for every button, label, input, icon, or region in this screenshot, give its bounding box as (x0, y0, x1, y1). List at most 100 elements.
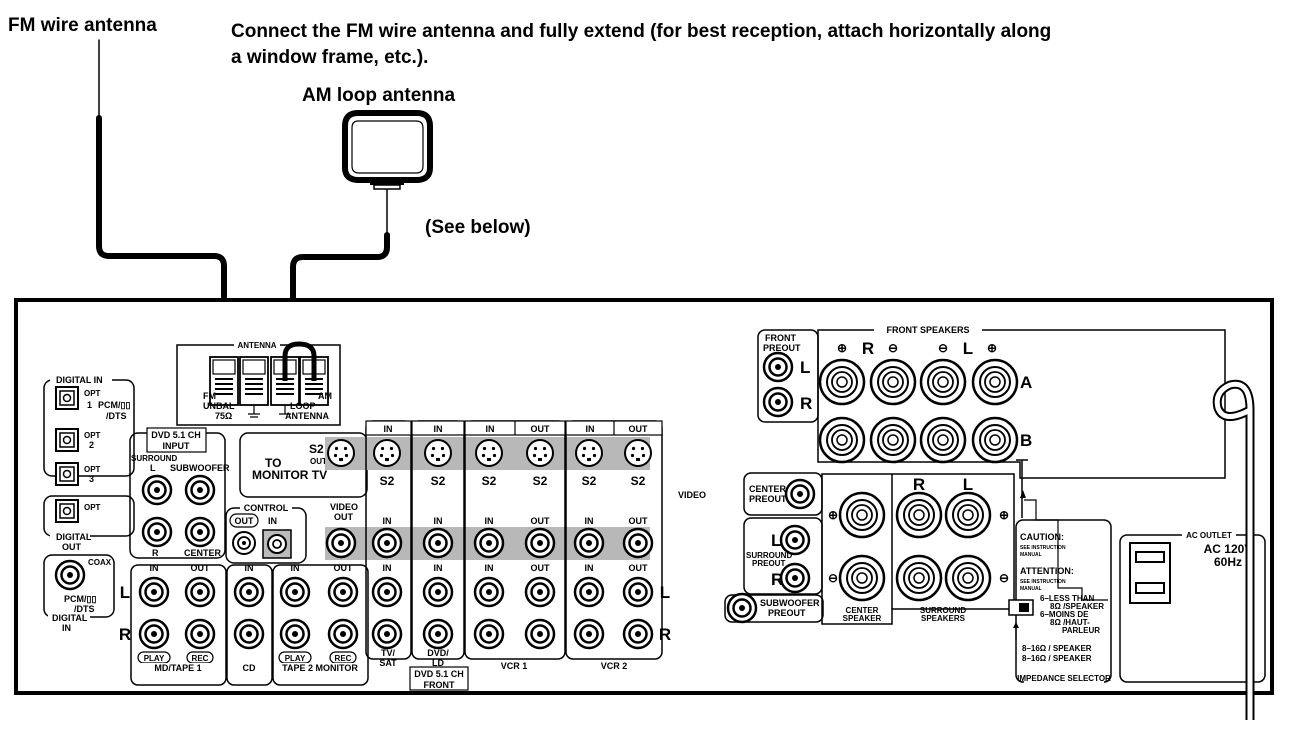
center-surround-preout: CENTER PREOUT L SURROUND PREOUT R SUBWOO… (724, 472, 824, 624)
svg-text:2: 2 (89, 440, 94, 450)
svg-text:L: L (963, 475, 973, 494)
svg-text:SEE INSTRUCTION: SEE INSTRUCTION (1020, 579, 1066, 585)
svg-text:VCR 1: VCR 1 (501, 661, 528, 671)
impedance-selector-section: CAUTION: SEE INSTRUCTION MANUAL ATTENTIO… (1008, 459, 1112, 683)
svg-text:R: R (862, 339, 874, 358)
svg-text:S2: S2 (582, 474, 597, 488)
svg-text:R: R (152, 548, 159, 558)
svg-text:SURROUND: SURROUND (746, 551, 792, 560)
svg-text:OPT: OPT (84, 431, 101, 440)
svg-text:8Ω /SPEAKER: 8Ω /SPEAKER (1050, 602, 1104, 611)
svg-text:R: R (800, 394, 812, 413)
svg-text:IN: IN (485, 516, 494, 526)
svg-text:PLAY: PLAY (144, 654, 165, 663)
svg-text:6–LESS THAN: 6–LESS THAN (1040, 594, 1094, 603)
svg-text:IMPEDANCE SELECTOR: IMPEDANCE SELECTOR (1017, 674, 1111, 683)
svg-text:IN: IN (383, 563, 392, 573)
svg-text:VIDEO: VIDEO (330, 502, 358, 512)
column-header-bars: IN IN IN OUT IN OUT (365, 420, 663, 436)
svg-text:60Hz: 60Hz (1214, 555, 1242, 569)
svg-text:OUT: OUT (531, 424, 551, 434)
svg-text:⊖: ⊖ (999, 571, 1009, 585)
svg-text:UNBAL: UNBAL (203, 401, 235, 411)
svg-text:OPT: OPT (84, 389, 101, 398)
svg-text:⊖: ⊖ (888, 341, 898, 355)
svg-text:IN: IN (434, 516, 443, 526)
svg-text:IN: IN (585, 516, 594, 526)
svg-text:DIGITAL IN: DIGITAL IN (56, 375, 103, 385)
svg-text:S2: S2 (309, 442, 324, 456)
svg-text:⊖: ⊖ (828, 571, 838, 585)
audio-section-frames (130, 564, 369, 686)
svg-text:TAPE 2 MONITOR: TAPE 2 MONITOR (282, 663, 358, 673)
svg-text:CONTROL: CONTROL (244, 503, 289, 513)
svg-text:1: 1 (87, 400, 92, 410)
svg-text:INPUT: INPUT (163, 441, 191, 451)
svg-text:SEE INSTRUCTION: SEE INSTRUCTION (1020, 545, 1066, 551)
svg-text:IN: IN (245, 563, 254, 573)
am-antenna-label: AM loop antenna (302, 85, 456, 106)
svg-text:L: L (120, 583, 130, 602)
svg-text:L: L (660, 583, 670, 602)
svg-text:OUT: OUT (629, 516, 649, 526)
antenna-terminals: ANTENNA FM UNBAL 75Ω AM LOOP ANTENNA (176, 340, 341, 426)
svg-text:75Ω: 75Ω (215, 411, 232, 421)
svg-text:ANTENNA: ANTENNA (237, 341, 276, 350)
see-below-label: (See below) (425, 217, 531, 238)
svg-text:PREOUT: PREOUT (768, 608, 806, 618)
am-loop-antenna (342, 110, 433, 190)
svg-text:IN: IN (291, 563, 300, 573)
svg-text:OUT: OUT (334, 512, 354, 522)
control-section: CONTROL OUT IN (225, 503, 307, 564)
dvd-51ch-input-section: DVD 5.1 CH INPUT SURROUND L SUBWOOFER R … (129, 427, 230, 559)
svg-text:FRONT: FRONT (765, 333, 796, 343)
svg-text:/DTS: /DTS (106, 411, 127, 421)
svg-text:FRONT: FRONT (424, 680, 455, 690)
svg-text:L: L (963, 339, 973, 358)
svg-text:S2: S2 (631, 474, 646, 488)
svg-text:CENTER: CENTER (749, 484, 787, 494)
svg-text:IN: IN (62, 623, 71, 633)
svg-text:PCM/▯▯: PCM/▯▯ (98, 400, 130, 410)
svg-text:DVD/: DVD/ (427, 648, 449, 658)
svg-text:IN: IN (585, 563, 594, 573)
svg-text:MONITOR TV: MONITOR TV (252, 468, 327, 482)
svg-text:R: R (659, 625, 671, 644)
source-names: MD/TAPE 1 CD TAPE 2 MONITOR TV/ SAT DVD/… (140, 648, 632, 691)
svg-text:DVD 5.1 CH: DVD 5.1 CH (151, 430, 201, 440)
svg-text:CAUTION:: CAUTION: (1020, 532, 1064, 542)
svg-text:DIGITAL: DIGITAL (56, 532, 92, 542)
audio-labels: IN OUT IN IN OUT IN IN IN OUT IN OUT L R… (119, 563, 671, 644)
svg-text:8–16Ω / SPEAKER: 8–16Ω / SPEAKER (1022, 654, 1092, 663)
svg-text:⊕: ⊕ (828, 508, 838, 522)
svg-text:8Ω /HAUT-: 8Ω /HAUT- (1050, 618, 1090, 627)
svg-text:OPT: OPT (84, 503, 101, 512)
svg-text:DVD 5.1 CH: DVD 5.1 CH (414, 669, 464, 679)
svg-text:OPT: OPT (84, 465, 101, 474)
svg-text:FRONT SPEAKERS: FRONT SPEAKERS (886, 325, 969, 335)
svg-text:IN: IN (485, 563, 494, 573)
svg-text:OUT: OUT (191, 563, 211, 573)
svg-text:PREOUT: PREOUT (752, 559, 785, 568)
svg-text:IN: IN (268, 516, 277, 526)
svg-text:IN: IN (150, 563, 159, 573)
svg-text:OUT: OUT (235, 516, 255, 526)
svg-text:S2: S2 (533, 474, 548, 488)
svg-text:OUT: OUT (531, 516, 551, 526)
svg-text:⊕: ⊕ (999, 508, 1009, 522)
svg-text:S2: S2 (431, 474, 446, 488)
svg-text:ATTENTION:: ATTENTION: (1020, 566, 1074, 576)
svg-text:CD: CD (243, 663, 256, 673)
svg-text:REC: REC (192, 654, 209, 663)
svg-text:TO: TO (265, 456, 281, 470)
svg-text:SURROUND: SURROUND (131, 454, 177, 463)
instruction-line-1: Connect the FM wire antenna and fully ex… (231, 21, 1052, 42)
svg-text:OUT: OUT (310, 457, 327, 466)
svg-text:OUT: OUT (531, 563, 551, 573)
svg-text:6–MOINS DE: 6–MOINS DE (1040, 610, 1089, 619)
svg-text:PREOUT: PREOUT (763, 343, 801, 353)
svg-text:IN: IN (486, 424, 495, 434)
svg-text:R: R (119, 625, 131, 644)
antenna-wires (96, 39, 390, 361)
